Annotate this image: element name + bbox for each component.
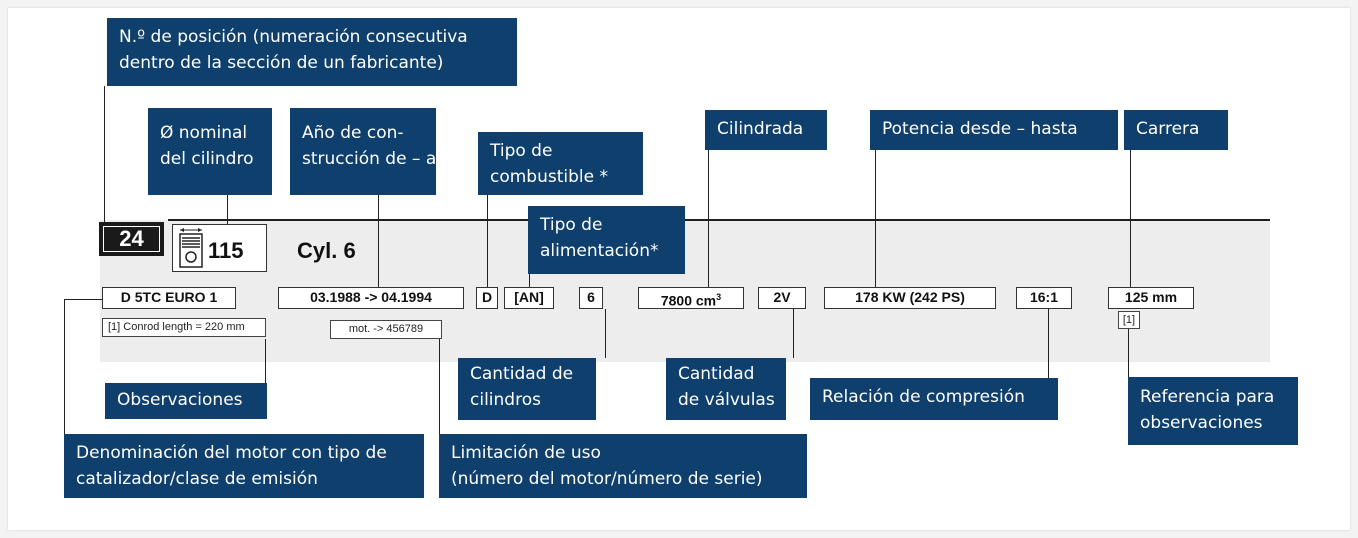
connector-displacement bbox=[708, 150, 709, 287]
connector-position bbox=[104, 86, 105, 222]
position-number: 24 bbox=[99, 222, 164, 256]
connector-usage bbox=[439, 339, 440, 434]
connector-designation-v bbox=[64, 299, 65, 434]
feed-type-box: [AN] bbox=[504, 287, 554, 309]
label-stroke: Carrera bbox=[1124, 110, 1228, 150]
label-compression: Relación de compresión bbox=[810, 378, 1058, 420]
connector-stroke bbox=[1130, 150, 1131, 287]
usage-limit-box: mot. -> 456789 bbox=[330, 320, 442, 339]
connector-remark-ref bbox=[1128, 327, 1129, 377]
connector-cylinders bbox=[605, 309, 606, 358]
displacement-box: 7800 cm3 bbox=[638, 287, 744, 309]
valves-box: 2V bbox=[758, 287, 806, 309]
connector-remarks bbox=[265, 339, 266, 383]
compression-box: 16:1 bbox=[1016, 287, 1072, 309]
connector-diameter bbox=[227, 195, 228, 225]
connector-year bbox=[378, 195, 379, 287]
connector-designation-h bbox=[64, 299, 102, 300]
connector-feed bbox=[529, 262, 530, 287]
cylinder-count-box: 6 bbox=[579, 287, 603, 309]
construction-years-box: 03.1988 -> 04.1994 bbox=[278, 287, 464, 309]
cylinder-piston-icon bbox=[179, 228, 203, 268]
engine-designation-box: D 5TC EURO 1 bbox=[102, 287, 236, 309]
remark-reference-box: [1] bbox=[1118, 311, 1140, 329]
connector-compression bbox=[1048, 309, 1049, 378]
remarks-box: [1] Conrod length = 220 mm bbox=[102, 318, 266, 337]
stroke-box: 125 mm bbox=[1108, 287, 1194, 309]
label-power: Potencia desde – hasta bbox=[870, 110, 1118, 150]
band-top-rule bbox=[168, 219, 1270, 221]
power-box: 178 KW (242 PS) bbox=[824, 287, 996, 309]
connector-power bbox=[875, 150, 876, 287]
diameter-box bbox=[172, 224, 267, 272]
nominal-diameter-value: 115 bbox=[208, 238, 244, 263]
label-remarks: Observaciones bbox=[105, 383, 267, 419]
cylinders-title: Cyl. 6 bbox=[297, 238, 356, 263]
label-usage-limit: Limitación de uso(número del motor/númer… bbox=[439, 434, 807, 498]
fuel-type-box: D bbox=[476, 287, 498, 309]
label-displacement: Cilindrada bbox=[705, 110, 827, 150]
connector-fuel bbox=[487, 195, 488, 287]
label-construction-year: Año de con-strucción de – a bbox=[290, 108, 436, 195]
connector-valves bbox=[793, 309, 794, 358]
